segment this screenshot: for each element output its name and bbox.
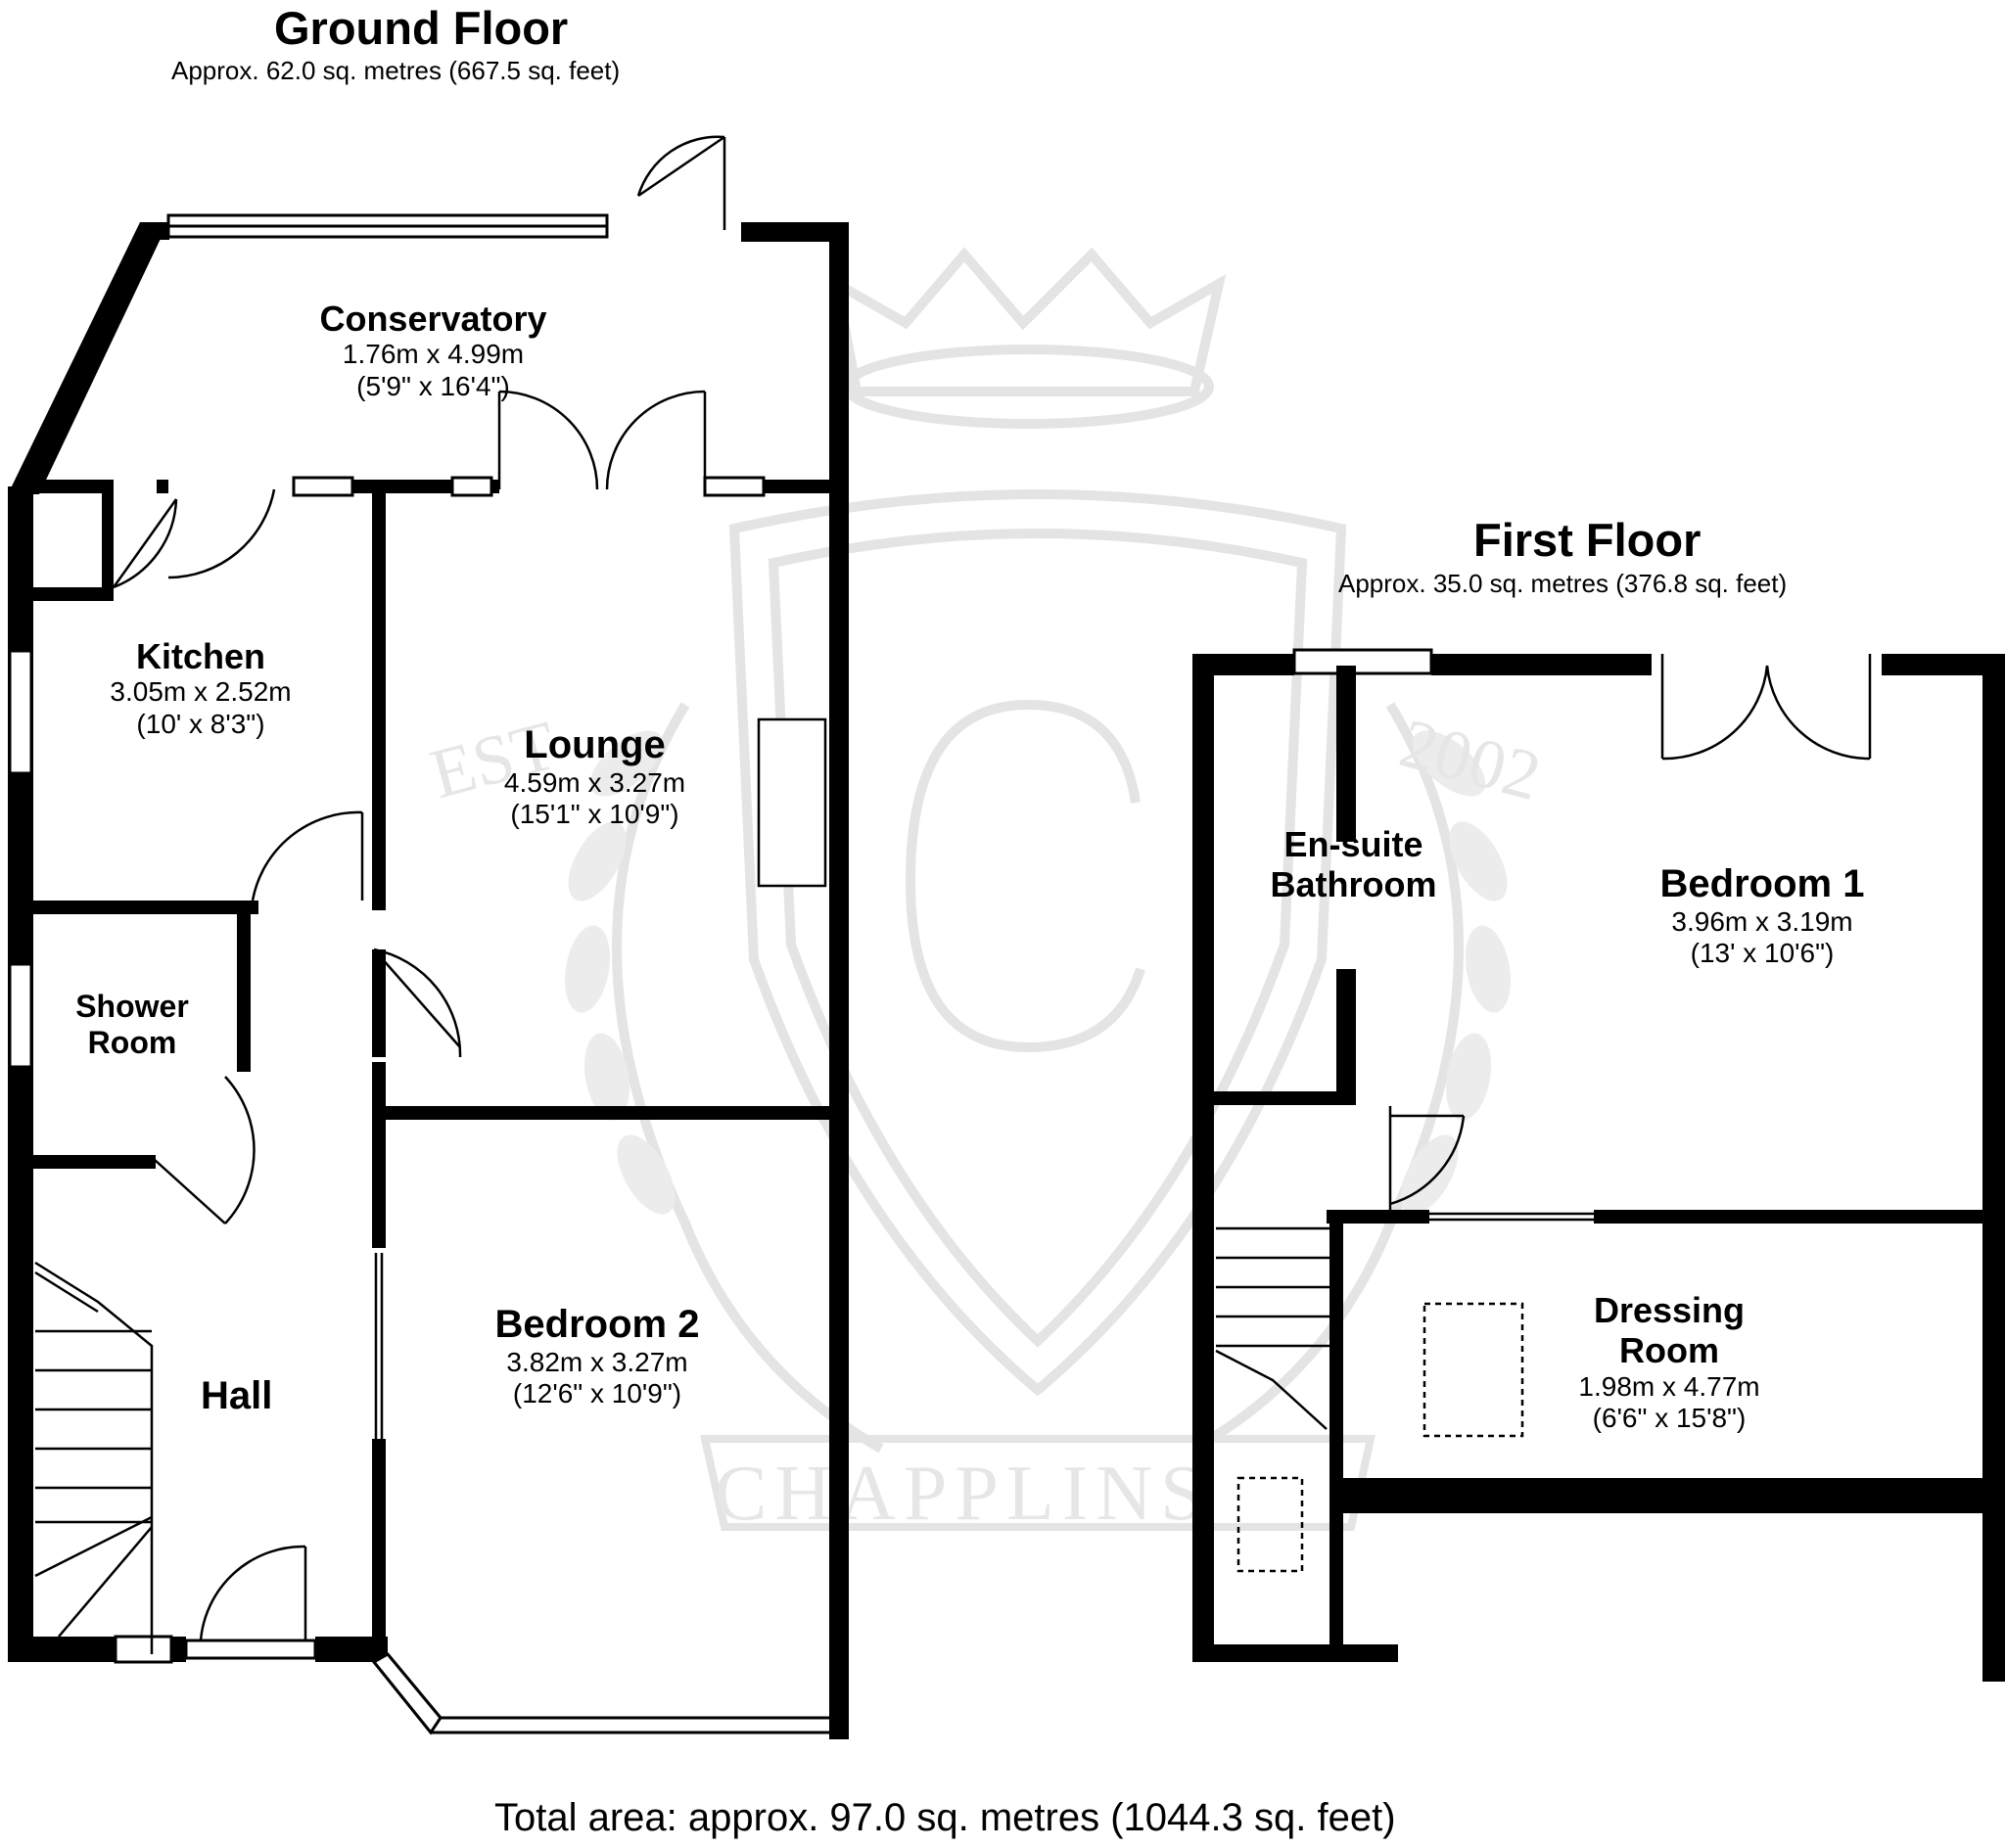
lounge-name: Lounge bbox=[524, 723, 666, 766]
windows bbox=[8, 213, 1433, 1664]
ground-floor-area: Approx. 62.0 sq. metres (667.5 sq. feet) bbox=[171, 56, 621, 85]
lounge-dim-ft: (15'1" x 10'9") bbox=[510, 799, 679, 830]
shower-room-label: Shower Room bbox=[59, 989, 206, 1061]
door-swings bbox=[112, 135, 726, 1641]
total-area: Total area: approx. 97.0 sq. metres (104… bbox=[494, 1796, 1396, 1839]
kitchen-dim-m: 3.05m x 2.52m bbox=[110, 676, 292, 708]
bedroom1-label: Bedroom 1 3.96m x 3.19m (13' x 10'6") bbox=[1635, 861, 1889, 969]
dressing-name-line1: Dressing bbox=[1593, 1290, 1746, 1330]
ground-stairs bbox=[34, 1261, 154, 1654]
first-floor-walls bbox=[1192, 654, 2005, 1682]
dressing-room-label: Dressing Room 1.98m x 4.77m (6'6" x 15'8… bbox=[1547, 1290, 1792, 1434]
kitchen-name: Kitchen bbox=[135, 636, 265, 676]
dressing-name-line2: Room bbox=[1619, 1330, 1719, 1371]
conservatory-name: Conservatory bbox=[319, 299, 547, 339]
kitchen-label: Kitchen 3.05m x 2.52m (10' x 8'3") bbox=[88, 636, 313, 740]
bedroom2-dim-ft: (12'6" x 10'9") bbox=[512, 1378, 682, 1409]
ensuite-label: En-suite Bathroom bbox=[1243, 824, 1464, 905]
bedroom1-name: Bedroom 1 bbox=[1659, 862, 1865, 905]
first-floor-area: Approx. 35.0 sq. metres (376.8 sq. feet) bbox=[1338, 569, 1788, 598]
shower-room-name-line1: Shower bbox=[75, 989, 189, 1024]
first-floor-title: First Floor bbox=[1473, 514, 1702, 566]
lounge-dim-m: 4.59m x 3.27m bbox=[503, 767, 686, 798]
kitchen-dim-ft: (10' x 8'3") bbox=[136, 708, 265, 739]
ground-floor-walls bbox=[8, 222, 849, 1739]
conservatory-label: Conservatory 1.76m x 4.99m (5'9" x 16'4"… bbox=[294, 299, 573, 402]
bedroom1-dim-ft: (13' x 10'6") bbox=[1690, 938, 1835, 969]
shower-room-name-line2: Room bbox=[87, 1024, 177, 1060]
conservatory-dim-ft: (5'9" x 16'4") bbox=[356, 370, 510, 401]
first-floor-details bbox=[1215, 654, 1872, 1573]
bedroom2-label: Bedroom 2 3.82m x 3.27m (12'6" x 10'9") bbox=[470, 1302, 724, 1409]
dressing-dim-ft: (6'6" x 15'8") bbox=[1592, 1402, 1747, 1433]
hall-name: Hall bbox=[201, 1374, 273, 1417]
fireplace bbox=[757, 717, 827, 888]
ensuite-name-line2: Bathroom bbox=[1270, 864, 1437, 905]
bedroom2-dim-m: 3.82m x 3.27m bbox=[506, 1347, 688, 1377]
bedroom2-name: Bedroom 2 bbox=[494, 1303, 700, 1346]
dressing-dim-m: 1.98m x 4.77m bbox=[1578, 1370, 1760, 1402]
conservatory-dim-m: 1.76m x 4.99m bbox=[342, 339, 525, 370]
bay-window bbox=[372, 1653, 829, 1734]
lounge-label: Lounge 4.59m x 3.27m (15'1" x 10'9") bbox=[470, 722, 720, 830]
ground-floor-title: Ground Floor bbox=[274, 2, 569, 54]
bedroom1-dim-m: 3.96m x 3.19m bbox=[1671, 906, 1853, 937]
watermark-brand: CHAPPLINS bbox=[715, 1451, 1212, 1537]
ensuite-name-line1: En-suite bbox=[1283, 824, 1423, 864]
